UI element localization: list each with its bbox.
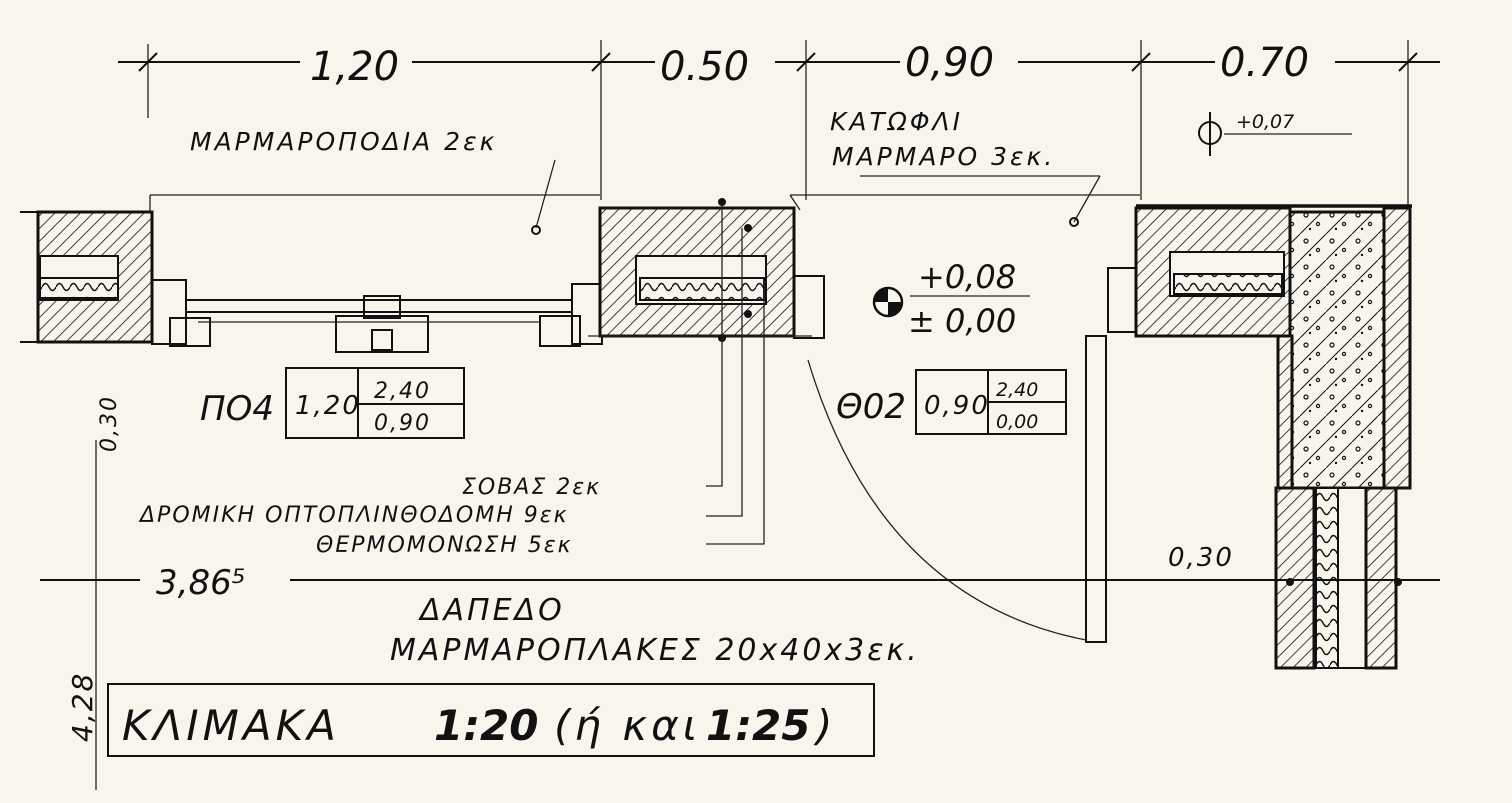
scale-box <box>107 683 875 757</box>
wall-section-center <box>588 198 825 342</box>
door-swing <box>789 194 1140 643</box>
window-tag <box>285 367 465 439</box>
window-code: ΠΟ4 <box>200 389 274 429</box>
door-sill-height: 0,00 <box>996 411 1038 433</box>
scale-secondary: 1:25 <box>706 701 810 750</box>
door-tag <box>915 369 1067 435</box>
dimension-090: 0,90 <box>905 40 994 86</box>
scale-alt-text: (ή και <box>554 701 701 750</box>
floor-level-icon <box>872 286 1030 318</box>
elevation-left: 3,86⁵ <box>156 563 245 603</box>
window-height: 2,40 <box>374 379 431 404</box>
level-plus-007: +0,07 <box>1236 111 1294 133</box>
door-height: 2,40 <box>996 379 1038 401</box>
dimension-line-top <box>118 40 1440 205</box>
scale-close-paren: ) <box>813 701 836 750</box>
door-code: Θ02 <box>836 387 906 427</box>
label-threshold: ΚΑΤΩΦΛΙ <box>830 107 963 136</box>
level-marker-icon <box>1198 112 1352 156</box>
wall-section-right <box>1107 204 1412 670</box>
level-plus-008: +0,08 <box>918 258 1016 296</box>
window-sill-height: 0,90 <box>374 411 431 436</box>
dimension-side-030: 0,30 <box>97 395 122 452</box>
scale-primary: 1:20 <box>434 701 538 750</box>
wall-section-left <box>20 210 154 344</box>
dimension-right-030: 0,30 <box>1168 543 1234 573</box>
dimension-120: 1,20 <box>310 44 399 90</box>
label-insulation: ΘΕΡΜΟΜΟΝΩΣΗ 5εκ <box>316 533 573 558</box>
label-floor: ΔΑΠΕΔΟ <box>418 593 565 628</box>
window-frame <box>151 279 603 353</box>
label-marble-sill: ΜΑΡΜΑΡΟΠΟΔΙΑ 2εκ <box>190 127 497 156</box>
door-width: 0,90 <box>924 391 990 421</box>
label-brickwork: ΔΡΟΜΙΚΗ ΟΠΤΟΠΛΙΝΘΟΔΟΜΗ 9εκ <box>138 503 569 528</box>
window-width: 1,20 <box>295 391 361 421</box>
dimension-050: 0.50 <box>660 44 749 90</box>
label-floor-marble: ΜΑΡΜΑΡΟΠΛΑΚΕΣ 20x40x3εκ. <box>390 633 920 668</box>
label-plaster: ΣΟΒΑΣ 2εκ <box>462 475 601 500</box>
scale-label: ΚΛΙΜΑΚΑ <box>122 701 340 750</box>
level-zero: ± 0,00 <box>908 302 1016 340</box>
dimension-side-428: 4,28 <box>66 672 99 742</box>
label-threshold-marble: ΜΑΡΜΑΡΟ 3εκ. <box>832 142 1055 171</box>
dimension-070: 0.70 <box>1220 40 1309 86</box>
